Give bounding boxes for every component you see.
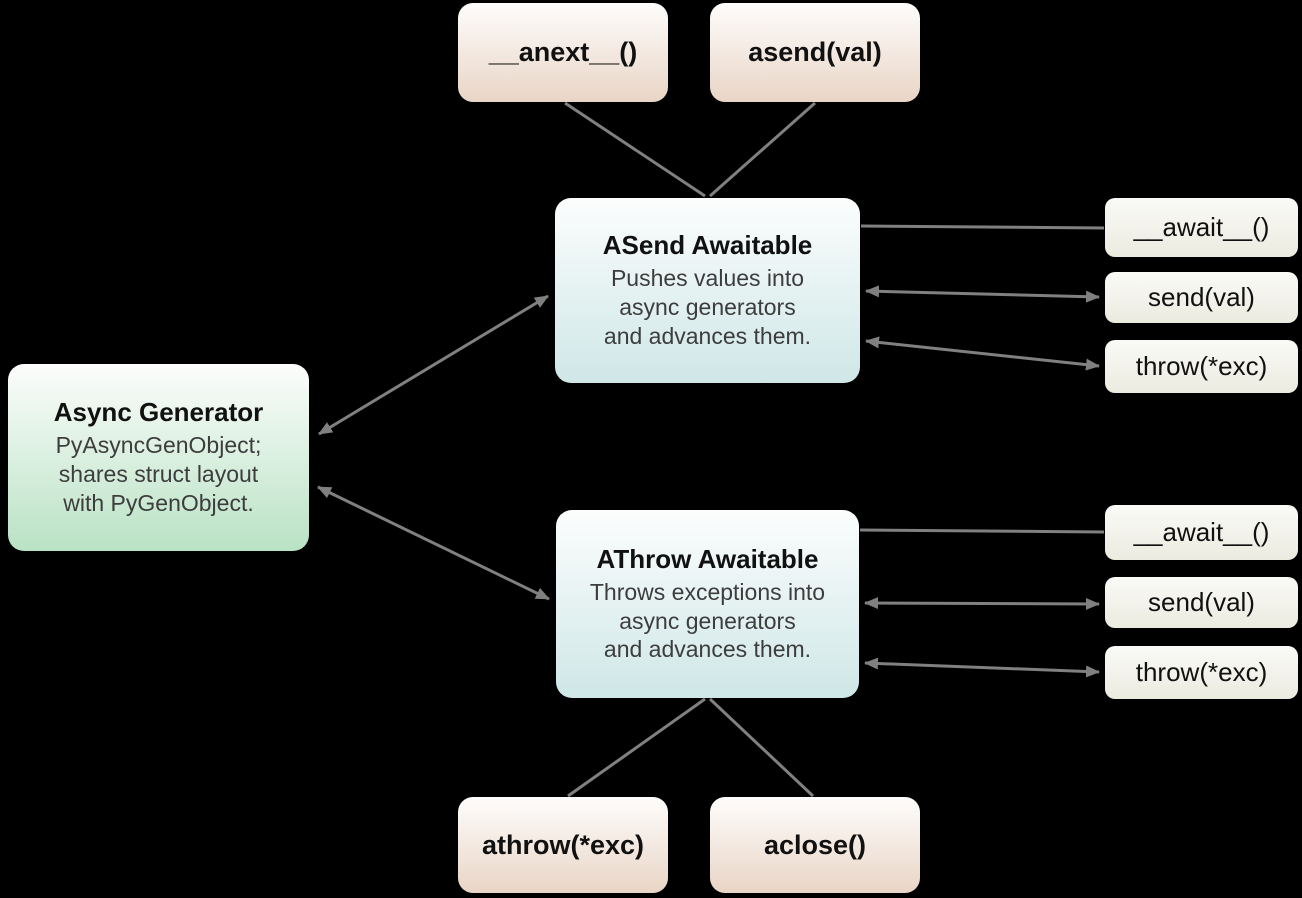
node-title: ASend Awaitable <box>602 230 813 261</box>
node-athrow-throw-method: throw(*exc) <box>1105 646 1298 699</box>
node-athrow-await-method: __await__() <box>1105 505 1298 560</box>
node-asend-await-method: __await__() <box>1105 198 1298 257</box>
node-description: Pushes values into async generators and … <box>603 265 812 349</box>
node-label: aclose() <box>763 829 867 860</box>
node-label: asend(val) <box>748 37 882 67</box>
node-label: throw(*exc) <box>1135 351 1268 381</box>
node-async-generator: Async Generator PyAsyncGenObject; shares… <box>8 364 309 551</box>
edge-asend-awaitable-throw <box>865 336 1100 371</box>
edge-async-generator-asend-awaitable <box>318 294 549 436</box>
node-title: Async Generator <box>53 397 264 428</box>
node-label: __await__() <box>1133 212 1270 242</box>
node-label: athrow(*exc) <box>481 829 645 860</box>
node-label: send(val) <box>1148 587 1255 617</box>
edge-athrow-awaitable-send <box>864 597 1100 610</box>
edge-athrow-awaitable-throw <box>864 657 1100 678</box>
node-anext-method: __anext__() <box>458 3 668 102</box>
node-description: PyAsyncGenObject; shares struct layout w… <box>55 432 262 516</box>
edge-athrow-awaitable-athrow <box>567 697 706 798</box>
edge-asend-to-asend-awaitable <box>709 101 816 198</box>
node-label: throw(*exc) <box>1135 657 1268 687</box>
edge-async-generator-athrow-awaitable <box>317 485 550 601</box>
node-description: Throws exceptions into async generators … <box>589 578 826 663</box>
node-label: __anext__() <box>488 37 638 67</box>
node-asend-method: asend(val) <box>710 3 920 102</box>
edge-asend-awaitable-await <box>860 224 1105 230</box>
node-asend-awaitable: ASend Awaitable Pushes values into async… <box>555 198 860 383</box>
node-title: AThrow Awaitable <box>596 543 819 574</box>
node-label: send(val) <box>1148 282 1255 312</box>
edge-athrow-awaitable-aclose <box>708 697 815 798</box>
node-label: __await__() <box>1133 517 1270 547</box>
node-athrow-awaitable: AThrow Awaitable Throws exceptions into … <box>556 510 859 698</box>
edge-athrow-awaitable-await <box>859 528 1105 534</box>
node-aclose-method: aclose() <box>710 797 920 893</box>
node-athrow-method: athrow(*exc) <box>458 797 668 893</box>
edge-anext-to-asend-awaitable <box>564 101 706 198</box>
edge-asend-awaitable-send <box>865 285 1100 303</box>
node-asend-throw-method: throw(*exc) <box>1105 340 1298 393</box>
node-asend-send-method: send(val) <box>1105 272 1298 323</box>
node-athrow-send-method: send(val) <box>1105 577 1298 628</box>
